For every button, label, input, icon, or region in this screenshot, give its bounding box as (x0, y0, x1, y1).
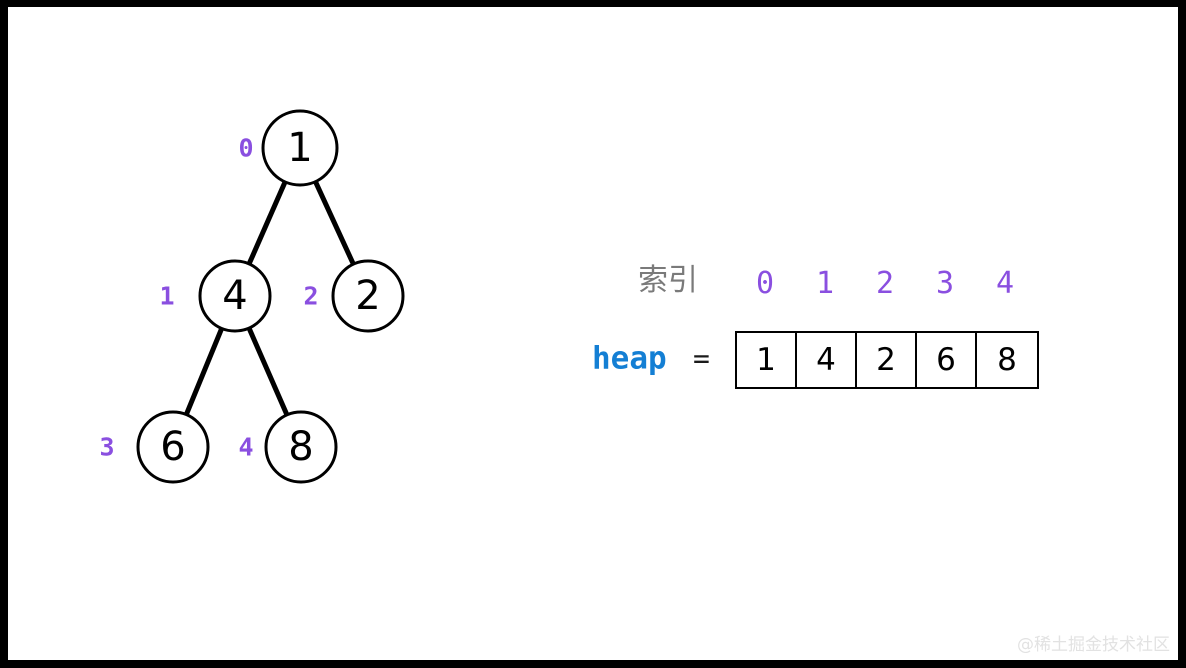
tree-node-value: 1 (287, 125, 313, 171)
tree-edge (183, 325, 225, 418)
heap-variable-label: heap (592, 340, 667, 377)
tree-node-index: 1 (159, 281, 175, 311)
tree-node-value: 2 (355, 273, 381, 319)
array-index-label: 2 (875, 266, 895, 301)
array-cell: 4 (797, 333, 857, 387)
tree-node-index: 4 (238, 432, 254, 462)
array-cell: 2 (857, 333, 917, 387)
tree-edge (245, 325, 291, 418)
array-index-label: 4 (995, 266, 1015, 301)
equals-sign-label: = (693, 342, 710, 375)
index-caption-label: 索引 (638, 263, 698, 298)
array-cell: 8 (977, 333, 1037, 387)
tree-node-index: 3 (99, 432, 115, 462)
tree-node-index: 0 (238, 133, 254, 163)
array-cell: 6 (917, 333, 977, 387)
tree-edge (245, 179, 289, 267)
tree-edge (312, 178, 357, 268)
tree-node-index: 2 (303, 281, 319, 311)
tree-edge-group (183, 178, 357, 418)
tree-node-value: 8 (288, 424, 314, 470)
array-cell: 1 (737, 333, 797, 387)
array-index-label: 3 (935, 266, 955, 301)
array-index-label: 1 (815, 266, 835, 301)
tree-node-value: 6 (160, 424, 186, 470)
watermark-label: @稀土掘金技术社区 (1017, 635, 1170, 655)
tree-node-value: 4 (222, 273, 248, 319)
array-index-label: 0 (755, 266, 775, 301)
